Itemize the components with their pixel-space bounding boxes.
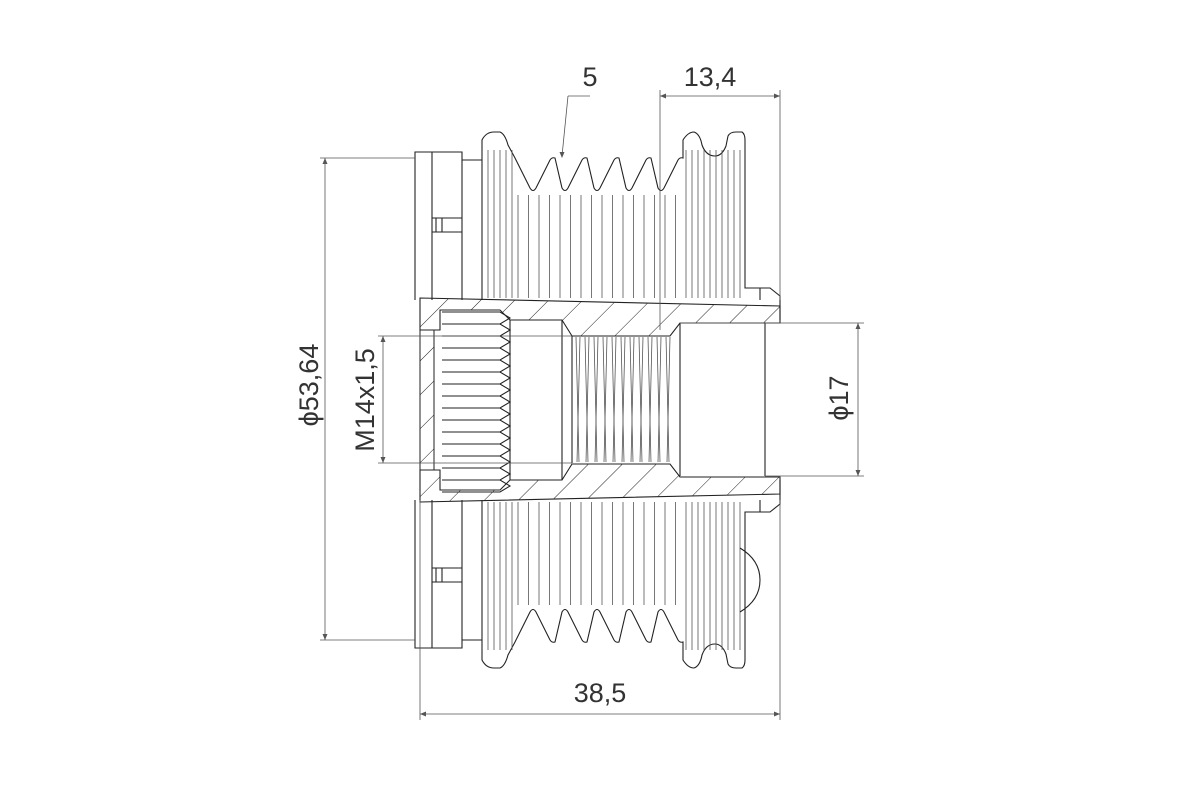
- thread-line: [639, 336, 644, 463]
- thread-line: [647, 336, 652, 463]
- hatched-end: [419, 329, 435, 471]
- dimension-arrow: [660, 93, 666, 99]
- dimension-arrow: [774, 93, 780, 99]
- spline-tooth: [442, 347, 512, 361]
- leader-line: [561, 95, 569, 157]
- thread-line: [657, 336, 662, 463]
- thread-line: [621, 336, 626, 463]
- flange-outer: [414, 500, 433, 649]
- thread-line: [630, 336, 635, 463]
- thread-line: [629, 336, 634, 463]
- spline-tooth: [442, 395, 512, 409]
- thread-line: [575, 336, 580, 463]
- thread-line: [576, 336, 581, 463]
- outer-diameter-label: ϕ53,64: [294, 344, 324, 427]
- spline-tooth: [442, 443, 512, 457]
- overall-length-label: 38,5: [574, 678, 627, 708]
- pulley-profile: [481, 500, 761, 669]
- thread-line: [638, 336, 643, 463]
- thread-line: [648, 336, 653, 463]
- thread-line: [666, 336, 671, 463]
- flange-outer: [414, 151, 433, 300]
- dimension-arrow: [855, 470, 861, 476]
- spline-tooth: [442, 311, 512, 325]
- hatched-wall: [419, 297, 781, 337]
- spline-tooth: [442, 455, 512, 469]
- dimension-arrow: [322, 158, 328, 164]
- spline-tooth: [442, 323, 512, 337]
- thread-line: [656, 336, 661, 463]
- thread-line: [585, 336, 590, 463]
- dimension-arrow: [559, 152, 565, 158]
- thread-line: [594, 336, 599, 463]
- dimension-arrow: [322, 634, 328, 640]
- spline-tooth: [442, 479, 512, 493]
- flange-inner: [432, 151, 482, 161]
- spline-tooth: [442, 419, 512, 433]
- spline-tooth: [442, 383, 512, 397]
- cross-section: [419, 297, 781, 503]
- thread-line: [593, 336, 598, 463]
- dimension-arrow: [380, 336, 386, 342]
- thread-line: [620, 336, 625, 463]
- flange-inner: [432, 639, 482, 649]
- thread-line: [602, 336, 607, 463]
- dimension-arrow: [420, 711, 426, 717]
- thread-line: [611, 336, 616, 463]
- spline-tooth: [442, 467, 512, 481]
- spline-tooth: [442, 371, 512, 385]
- right-offset-label: 13,4: [684, 62, 737, 92]
- thread-line: [665, 336, 670, 463]
- thread-line: [584, 336, 589, 463]
- spline-tooth: [442, 431, 512, 445]
- pulley-profile: [481, 131, 761, 300]
- bore-diameter-label: ϕ17: [824, 375, 854, 420]
- hatched-wall: [419, 463, 781, 503]
- thread-label: M14x1,5: [350, 348, 380, 452]
- spline-tooth: [442, 407, 512, 421]
- dimension-lines: [320, 90, 864, 720]
- spline-tooth: [442, 335, 512, 349]
- clip-detail: [739, 547, 761, 613]
- pulley-body: [414, 131, 781, 669]
- dimension-arrow: [774, 711, 780, 717]
- groove-count-label: 5: [582, 62, 597, 92]
- thread-line: [612, 336, 617, 463]
- dimension-arrow: [855, 323, 861, 329]
- dimension-arrow: [380, 457, 386, 463]
- thread-line: [603, 336, 608, 463]
- spline-tooth: [442, 359, 512, 373]
